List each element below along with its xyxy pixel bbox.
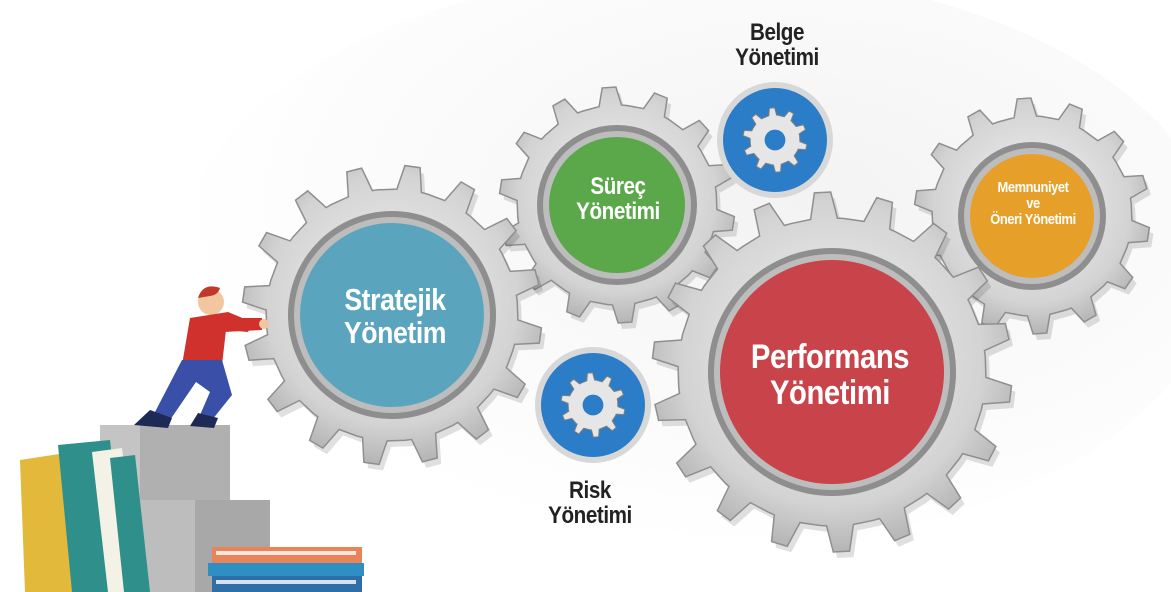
- gear-performans-center: [720, 260, 944, 484]
- person-hair: [198, 286, 220, 298]
- surec-line2: Yönetimi: [576, 198, 660, 226]
- memnuniyet-line3: Öneri Yönetimi: [990, 210, 1076, 228]
- stratejik-line2: Yönetim: [343, 314, 447, 350]
- risk-line1: Risk: [569, 477, 611, 504]
- gear-memnuniyet-center: [970, 154, 1094, 278]
- books-stack: [20, 425, 364, 592]
- risk-line2: Yönetimi: [548, 502, 632, 530]
- gears-layer: [241, 82, 1154, 558]
- memnuniyet-line2: ve: [1026, 194, 1040, 212]
- gear-surec-center: [549, 137, 685, 273]
- gear-stratejik-center: [300, 223, 484, 407]
- gear-label-surec: Süreç Yönetimi: [558, 173, 678, 226]
- grey-block-top-shade: [140, 425, 230, 505]
- label-belge-yonetimi: Belge Yönetimi: [730, 19, 825, 72]
- small-gear-belge: [717, 82, 833, 198]
- person-pushing-illustration: [134, 286, 269, 428]
- surec-line1: Süreç: [590, 173, 646, 200]
- gear-label-stratejik: Stratejik Yönetim: [322, 282, 468, 350]
- gear-stratejik: [241, 164, 546, 471]
- performans-line1: Performans: [750, 338, 910, 376]
- label-risk-yonetimi: Risk Yönetimi: [543, 477, 638, 530]
- gear-label-memnuniyet: Memnuniyet ve Öneri Yönetimi: [969, 180, 1098, 227]
- person-shoe-right: [190, 413, 218, 428]
- small-gear-risk: [535, 347, 651, 463]
- stratejik-line1: Stratejik: [344, 282, 446, 317]
- gear-surec: [498, 86, 739, 329]
- person-shoe-left: [134, 410, 172, 428]
- gear-label-performans: Performans Yönetimi: [731, 338, 929, 412]
- belge-line1: Belge: [749, 19, 805, 46]
- memnuniyet-line1: Memnuniyet: [997, 179, 1069, 196]
- book-blue-flat: [208, 563, 364, 576]
- gear-performans: [651, 191, 1016, 558]
- person-pants: [155, 360, 232, 420]
- belge-line2: Yönetimi: [735, 44, 819, 72]
- performans-line2: Yönetimi: [769, 373, 891, 412]
- book-teal-2: [110, 455, 150, 592]
